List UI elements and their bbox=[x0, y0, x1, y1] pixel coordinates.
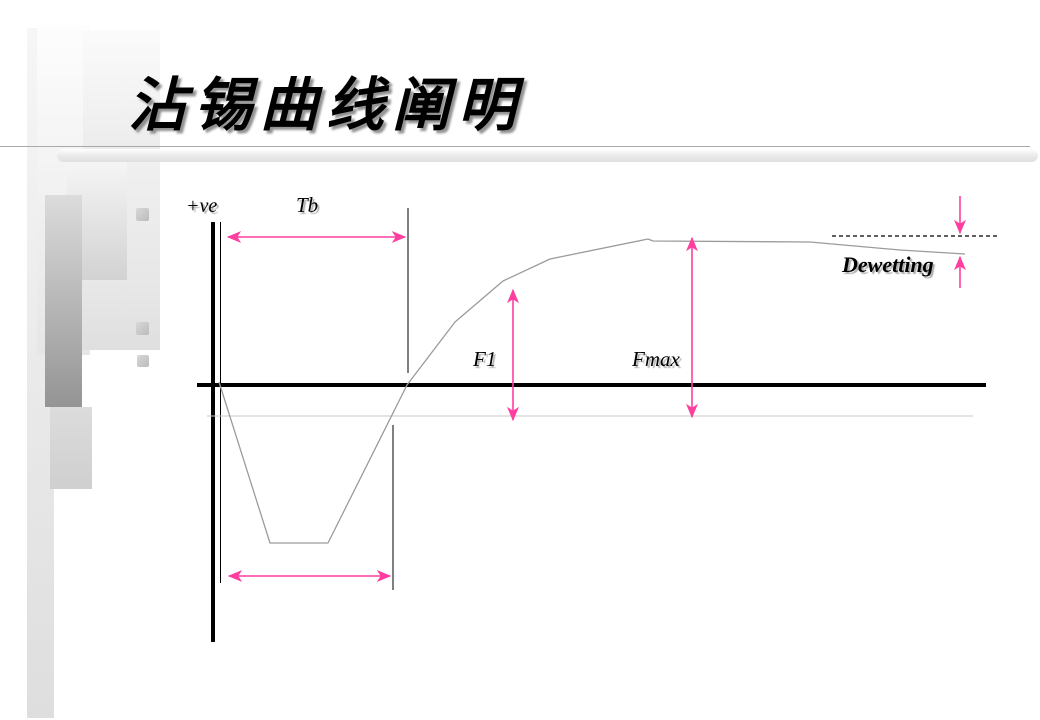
tb-label: Tb bbox=[296, 193, 319, 217]
bullet-square-icon bbox=[137, 355, 149, 367]
positive-axis-label: +ve bbox=[186, 195, 218, 217]
left-decoration-dark-bar bbox=[45, 195, 82, 407]
title-underline-rule bbox=[0, 146, 1030, 147]
left-decoration-block-f bbox=[50, 407, 92, 489]
dewetting-label: Dewetting bbox=[842, 252, 934, 277]
fmax-label: Fmax bbox=[632, 347, 680, 371]
left-decoration-block-e bbox=[82, 280, 160, 350]
bullet-square-icon bbox=[136, 322, 149, 335]
wetting-curve bbox=[218, 238, 966, 544]
title-underline-gradient-bar bbox=[57, 149, 1038, 162]
bullet-square-icon bbox=[136, 208, 149, 221]
slide-title: 沾锡曲线阐明 bbox=[128, 73, 525, 138]
f1-label: F1 bbox=[473, 347, 497, 371]
